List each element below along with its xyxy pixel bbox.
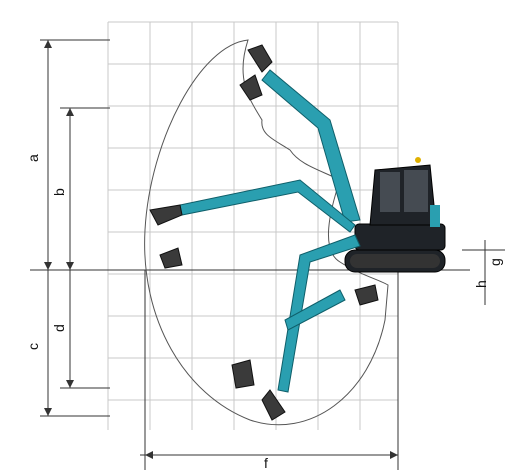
track-inner: [350, 254, 440, 268]
label-c: c: [25, 343, 41, 350]
cab-window-right: [404, 170, 428, 212]
bucket-deep: [261, 389, 286, 421]
working-envelope: [144, 39, 389, 426]
dimension-lines: [40, 39, 505, 470]
bucket-top-curl: [239, 74, 263, 101]
label-h: h: [473, 280, 489, 288]
boom-deep-dig: [277, 234, 361, 393]
label-a: a: [25, 154, 41, 162]
arrow-a-bottom: [44, 262, 52, 270]
upper-body: [354, 223, 446, 251]
boom-horizontal-reach: [179, 179, 356, 233]
bucket-close: [354, 284, 379, 306]
body-panel: [430, 205, 440, 227]
label-g: g: [487, 258, 503, 266]
bucket-horizontal: [149, 204, 183, 226]
bucket-top: [247, 44, 273, 73]
arrow-c-bottom: [44, 408, 52, 416]
bucket-deep-curl: [231, 359, 255, 389]
arrow-a-top: [44, 40, 52, 48]
bucket-ground: [159, 247, 183, 269]
arm-deep-dig: [284, 289, 346, 331]
arrow-d-bottom: [66, 380, 74, 388]
label-f: f: [264, 455, 268, 471]
beacon-icon: [415, 157, 421, 163]
arrow-f-left: [145, 451, 153, 459]
arrow-b-bottom: [66, 262, 74, 270]
label-b: b: [51, 188, 67, 196]
arrow-b-top: [66, 108, 74, 116]
label-d: d: [51, 324, 67, 332]
cab-window-left: [380, 172, 400, 212]
arrow-f-right: [390, 451, 398, 459]
